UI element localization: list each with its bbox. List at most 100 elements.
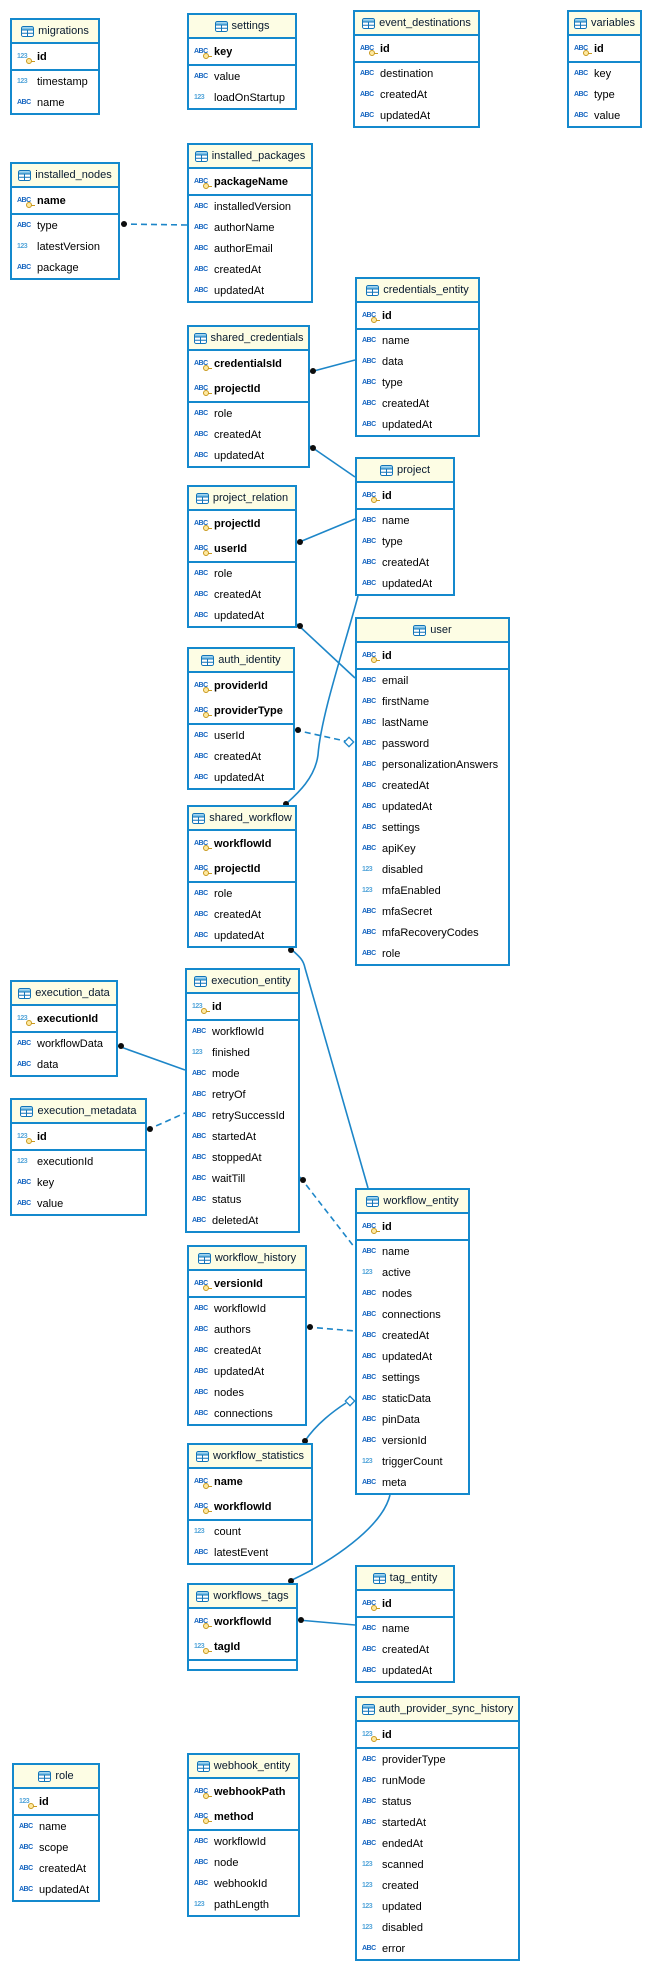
relation-execution_metadata-execution_entity[interactable] bbox=[146, 1112, 186, 1131]
relation-workflows_tags-tag_entity[interactable] bbox=[297, 1619, 356, 1626]
table-header[interactable]: execution_entity bbox=[187, 970, 298, 994]
relation-project_relation-user[interactable] bbox=[296, 623, 356, 679]
table-header[interactable]: project_relation bbox=[189, 487, 295, 511]
relation-project-shared_workflow[interactable] bbox=[286, 595, 359, 804]
table-header[interactable]: workflow_history bbox=[189, 1247, 305, 1271]
table-header[interactable]: tag_entity bbox=[357, 1567, 453, 1591]
relation-execution_entity-workflow_entity[interactable] bbox=[299, 1176, 356, 1249]
table-header[interactable]: auth_identity bbox=[189, 649, 293, 673]
table-header[interactable]: installed_nodes bbox=[12, 164, 118, 188]
table-header[interactable]: installed_packages bbox=[189, 145, 311, 169]
table-header[interactable]: workflow_entity bbox=[357, 1190, 468, 1214]
relation-execution_data-execution_entity[interactable] bbox=[117, 1045, 186, 1071]
relation-auth_identity-user[interactable] bbox=[294, 729, 346, 742]
table-header[interactable]: webhook_entity bbox=[189, 1755, 298, 1779]
table-header[interactable]: shared_credentials bbox=[189, 327, 308, 351]
relation-workflow_statistics-workflow_entity[interactable] bbox=[304, 1402, 347, 1442]
table-header[interactable]: event_destinations bbox=[355, 12, 478, 36]
